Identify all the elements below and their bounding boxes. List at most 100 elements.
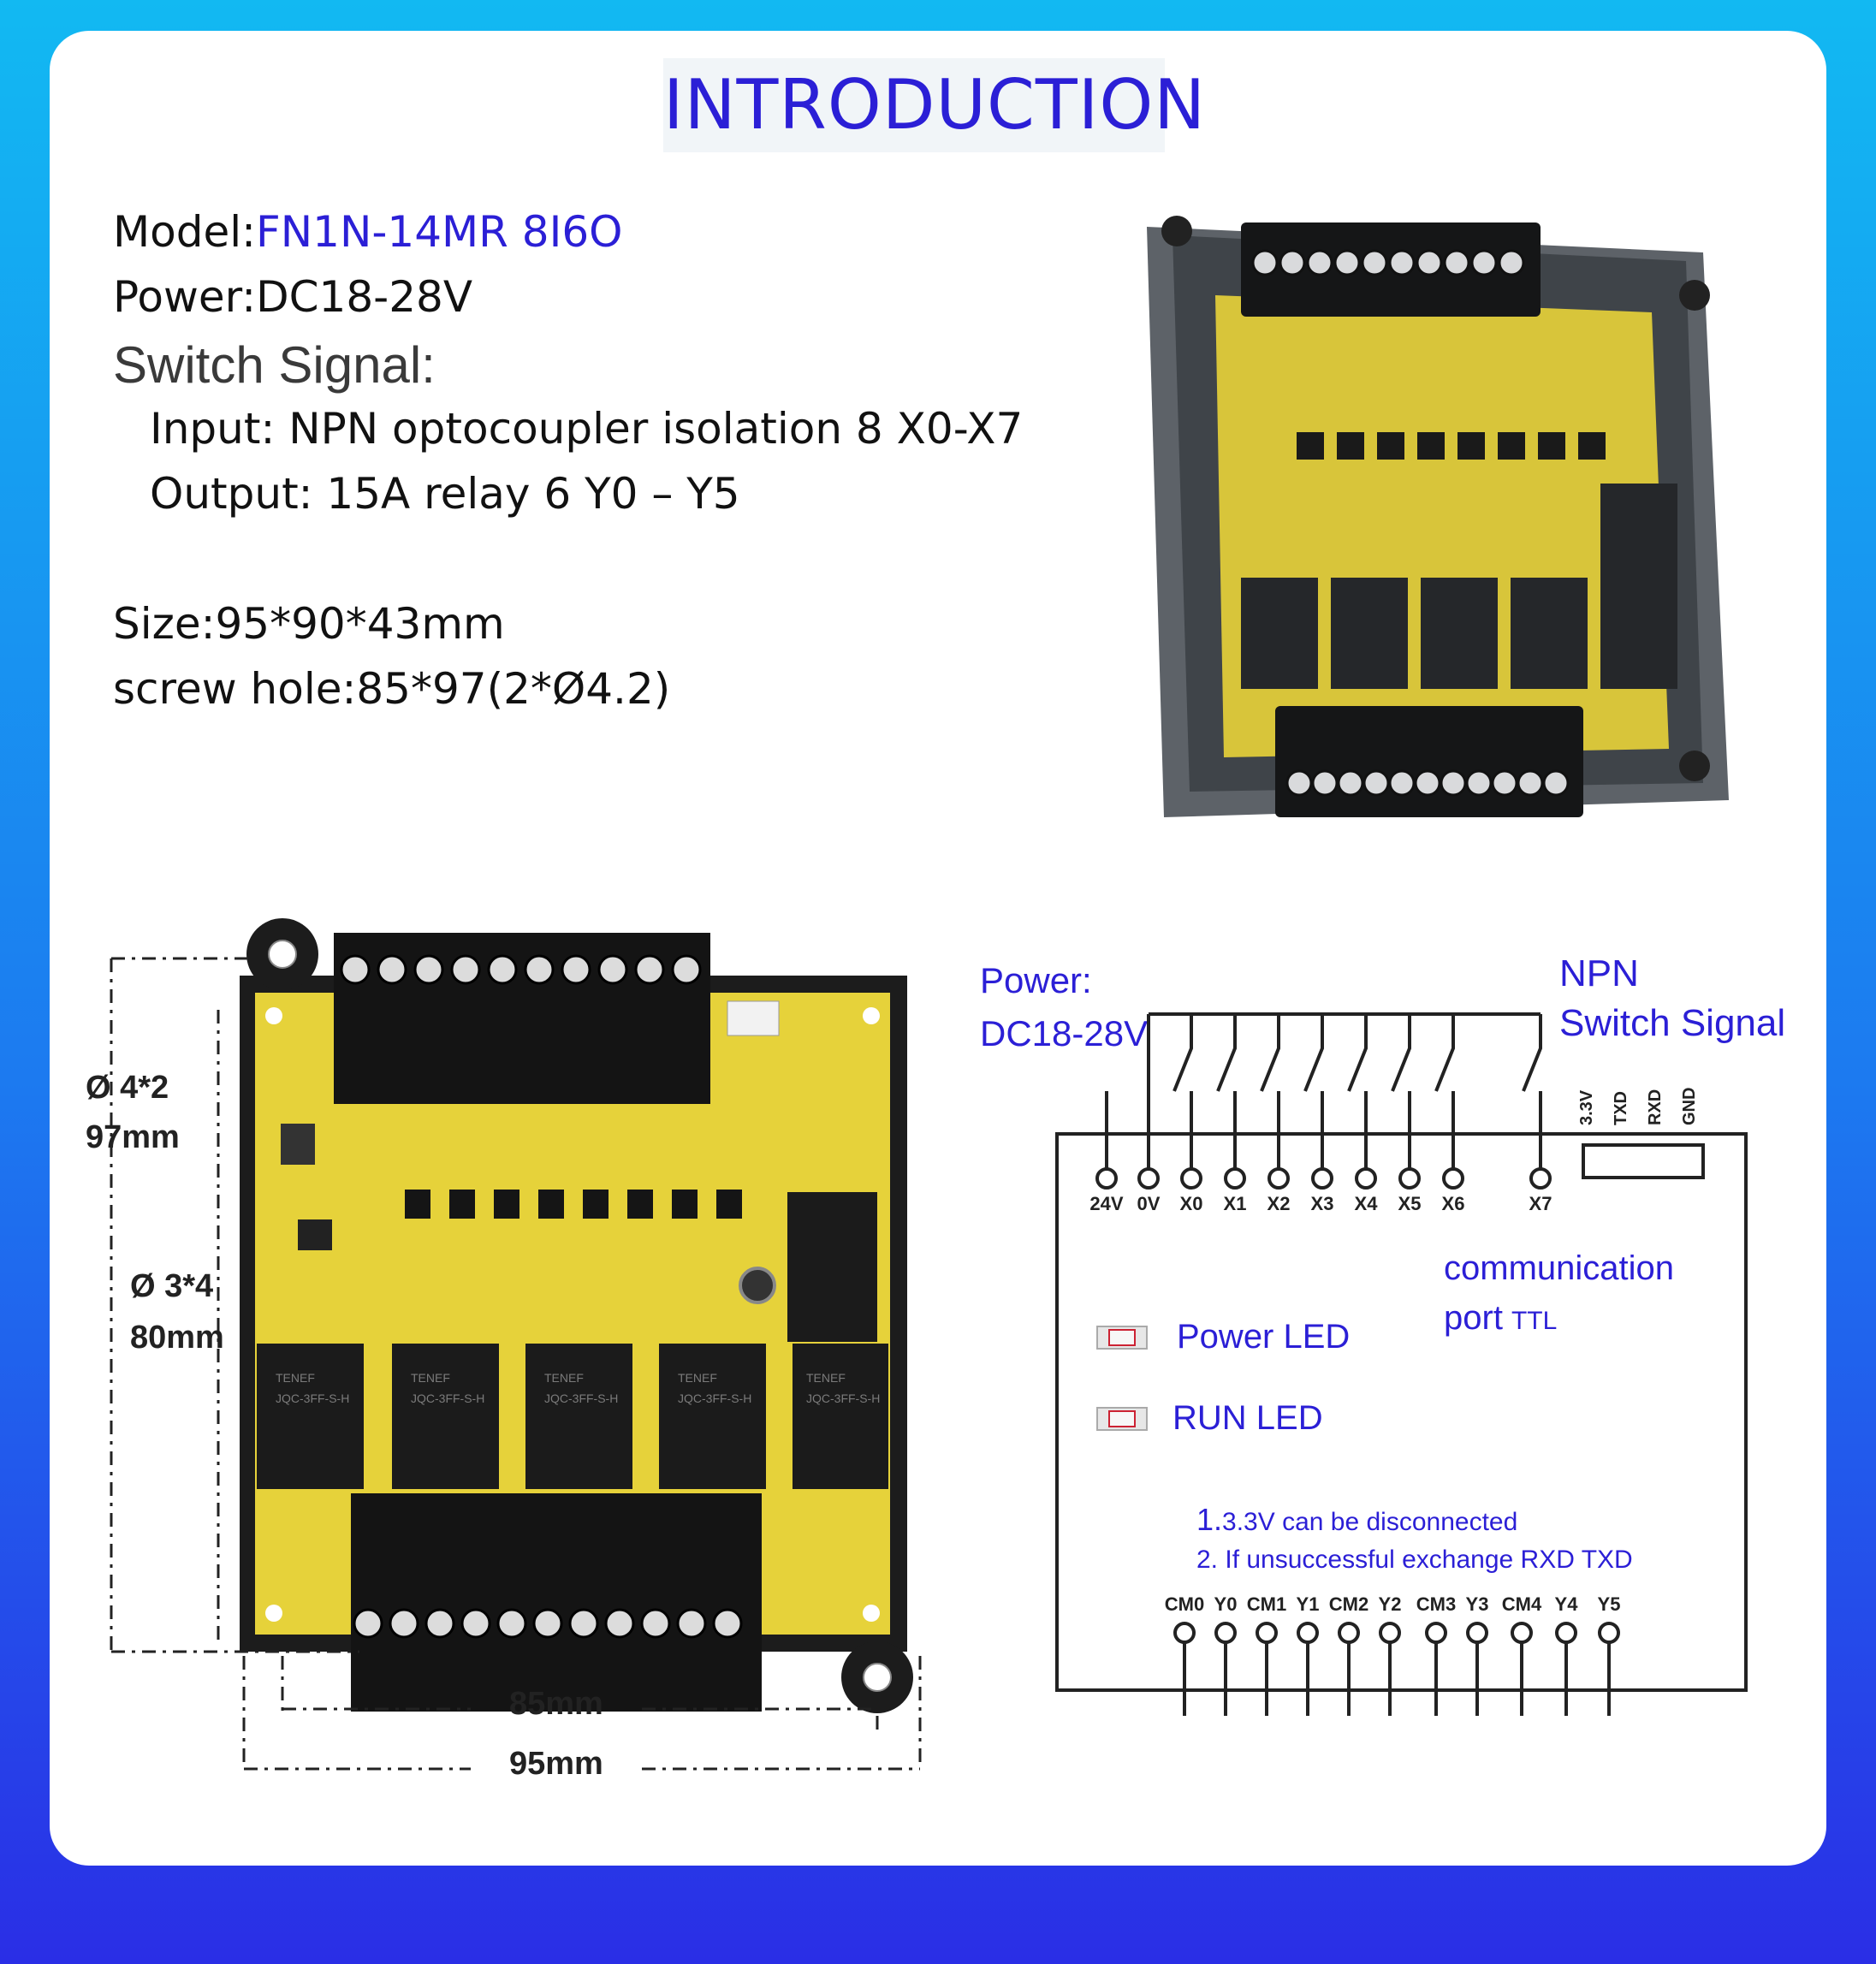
terminal-label: X4 <box>1355 1193 1379 1214</box>
mount-hole <box>1679 751 1710 781</box>
terminal-label: Y0 <box>1214 1593 1238 1615</box>
bottom-terminal-labels: CM0 Y0 CM1 Y1 CM2 Y2 CM3 Y3 CM4 Y4 Y5 <box>1165 1593 1621 1615</box>
bottom-terminal-block <box>1275 706 1583 817</box>
spec-model-label: Model: <box>113 207 256 257</box>
power-label: Power: <box>980 960 1092 1000</box>
terminal-label: X1 <box>1224 1193 1247 1214</box>
ttl-pin: 3.3V <box>1577 1089 1596 1125</box>
product-photo <box>1147 216 1729 817</box>
terminal-label: 24V <box>1089 1193 1123 1214</box>
run-led-icon <box>1096 1407 1148 1431</box>
optocouplers <box>1297 432 1606 460</box>
terminal-label: X7 <box>1529 1193 1552 1214</box>
comm-port: port <box>1444 1299 1503 1337</box>
mount-hole-top <box>268 940 297 969</box>
mount-hole <box>1161 216 1192 246</box>
relay-brand: TENEF <box>544 1371 584 1385</box>
dimension-labels: Ø 4*2 97mm Ø 3*4 80mm 85mm 95mm <box>86 1070 603 1782</box>
terminal-label: CM3 <box>1416 1593 1456 1615</box>
spec-switch-signal: Switch Signal: <box>113 336 436 394</box>
terminal-label: Y4 <box>1555 1593 1579 1615</box>
spec-power: Power:DC18-28V <box>113 272 473 322</box>
power-led-label: Power LED <box>1177 1318 1350 1356</box>
dim-width-85: 85mm <box>509 1686 603 1722</box>
spec-model: Model:FN1N-14MR 8I6O <box>113 207 623 257</box>
dim-height-97: 97mm <box>86 1119 180 1155</box>
note-1-text: 3.3V can be disconnected <box>1222 1508 1517 1536</box>
relays <box>257 1192 888 1489</box>
mount-hole <box>1679 280 1710 311</box>
pcb-hole <box>265 1605 282 1622</box>
note-2: 2. If unsuccessful exchange RXD TXD <box>1196 1546 1633 1574</box>
capacitor <box>739 1267 776 1304</box>
relay-model: JQC-3FF-S-H <box>544 1391 618 1405</box>
terminal-label: Y1 <box>1297 1593 1320 1615</box>
dimension-drawing: TENEF JQC-3FF-S-H TENEF JQC-3FF-S-H TENE… <box>86 918 922 1782</box>
spec-model-value: FN1N-14MR 8I6O <box>255 207 623 257</box>
terminal-label: CM1 <box>1247 1593 1286 1615</box>
relay-brand: TENEF <box>276 1371 315 1385</box>
comm-ttl: TTL <box>1511 1307 1557 1335</box>
comm-port-label: port TTL <box>1444 1299 1557 1337</box>
dim-hole-small: Ø 3*4 <box>130 1268 213 1304</box>
switch-signal-label: Switch Signal <box>1559 1002 1785 1044</box>
ttl-port <box>1582 1143 1705 1179</box>
relay-model: JQC-3FF-S-H <box>678 1391 751 1405</box>
relay-brand: TENEF <box>411 1371 450 1385</box>
ttl-pin: RXD <box>1646 1089 1665 1125</box>
mount-hole-bottom <box>863 1663 892 1692</box>
power-value: DC18-28V <box>980 1013 1148 1053</box>
regulator <box>281 1124 315 1165</box>
relay-model: JQC-3FF-S-H <box>411 1391 484 1405</box>
bottom-screws <box>353 1608 743 1639</box>
terminal-label: Y5 <box>1598 1593 1621 1615</box>
spec-output: Output: 15A relay 6 Y0 – Y5 <box>150 469 740 519</box>
terminal-label: X2 <box>1267 1193 1291 1214</box>
mcu-chip <box>298 1219 332 1250</box>
terminal-label: Y2 <box>1379 1593 1402 1615</box>
relay-model: JQC-3FF-S-H <box>806 1391 880 1405</box>
note-1-number: 1. <box>1196 1502 1222 1537</box>
run-led-label: RUN LED <box>1172 1399 1323 1437</box>
wiring-diagram: Power: DC18-28V NPN Switch Signal 24V 0V… <box>980 952 1785 1716</box>
page-title: INTRODUCTION <box>663 58 1205 152</box>
terminal-label: 0V <box>1137 1193 1161 1214</box>
top-terminal-labels: 24V 0V X0 X1 X2 X3 X4 X5 X6 X7 <box>1089 1193 1552 1214</box>
power-led-icon <box>1096 1326 1148 1350</box>
optocouplers <box>405 1190 742 1219</box>
relay-brand: TENEF <box>678 1371 717 1385</box>
bottom-terminal-leads <box>1183 1642 1611 1716</box>
module-outline <box>1055 1132 1748 1692</box>
spec-screw-hole: screw hole:85*97(2*Ø4.2) <box>113 664 671 714</box>
terminal-label: Y3 <box>1466 1593 1489 1615</box>
pcb-hole <box>863 1007 880 1024</box>
relay-labels: TENEF JQC-3FF-S-H TENEF JQC-3FF-S-H TENE… <box>276 1371 880 1405</box>
terminal-label: CM2 <box>1329 1593 1368 1615</box>
pcb-hole <box>863 1605 880 1622</box>
ttl-pin-labels: 3.3V TXD RXD GND <box>1577 1088 1699 1125</box>
npn-label: NPN <box>1559 952 1639 994</box>
terminal-label: X0 <box>1180 1193 1203 1214</box>
terminal-label: X5 <box>1398 1193 1422 1214</box>
comm-label: communication <box>1444 1249 1674 1287</box>
pcb-hole <box>265 1007 282 1024</box>
bottom-terminal-block <box>351 1493 762 1712</box>
ttl-connector <box>727 1000 780 1036</box>
top-screws <box>1251 249 1525 276</box>
ttl-pin: TXD <box>1612 1091 1630 1125</box>
bottom-terminal-circles <box>1173 1622 1620 1644</box>
bottom-screws <box>1285 769 1570 797</box>
dimension-lines <box>110 957 922 1771</box>
top-screws <box>340 954 702 985</box>
spec-size: Size:95*90*43mm <box>113 599 505 649</box>
dim-width-95: 95mm <box>509 1746 603 1782</box>
relay-model: JQC-3FF-S-H <box>276 1391 349 1405</box>
dim-hole-large: Ø 4*2 <box>86 1070 169 1106</box>
terminal-label: CM4 <box>1502 1593 1542 1615</box>
relay-brand: TENEF <box>806 1371 846 1385</box>
npn-switches <box>1105 1012 1542 1170</box>
top-terminal-circles <box>1095 1167 1552 1190</box>
spec-input: Input: NPN optocoupler isolation 8 X0-X7 <box>150 404 1024 454</box>
note-1: 1.3.3V can be disconnected <box>1196 1502 1517 1537</box>
ttl-pin: GND <box>1680 1088 1699 1125</box>
